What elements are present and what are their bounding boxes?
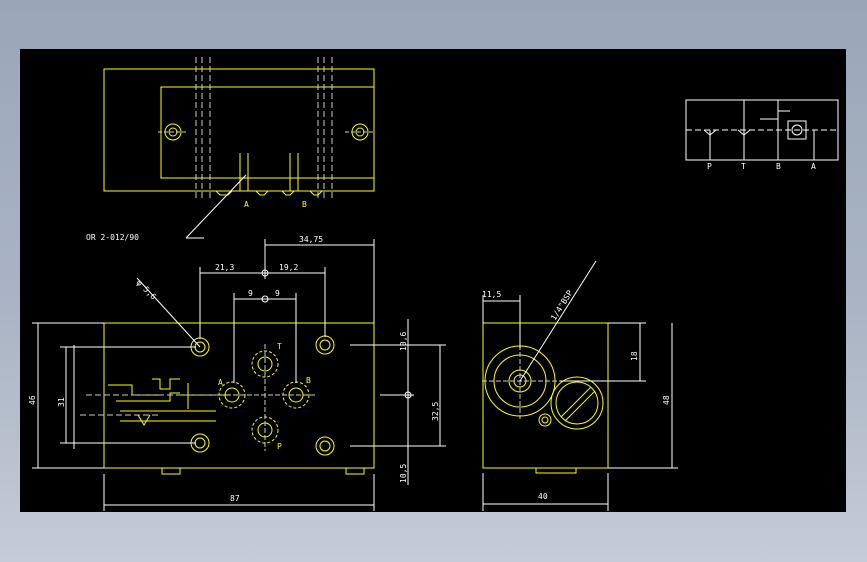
side-view-dimension-lines: [482, 260, 678, 511]
seal-leader-line: [185, 174, 247, 239]
port-b-label: B: [306, 376, 311, 385]
dim-9-left: 9: [248, 289, 253, 298]
dim-10-5: 10,5: [399, 464, 408, 483]
schematic-label-p: P: [707, 162, 712, 171]
schematic-label-b: B: [776, 162, 781, 171]
port-a-label: A: [218, 378, 223, 387]
dim-9-right: 9: [275, 289, 280, 298]
dim-40: 40: [538, 492, 548, 501]
hydraulic-schematic: P T B A: [685, 99, 839, 171]
cad-viewport[interactable]: A B OR 2-012/90: [20, 49, 846, 512]
dim-34-75: 34,75: [299, 235, 323, 244]
front-view-valve-channels: [73, 345, 230, 449]
dim-87: 87: [230, 494, 240, 503]
top-port-a-label: A: [244, 200, 249, 209]
top-view-bore-lines: [195, 57, 333, 199]
dim-thread: 1/4"BSP: [549, 289, 575, 323]
front-view: T A B P: [28, 235, 446, 511]
dim-31: 31: [57, 397, 66, 407]
side-view-outline: [482, 322, 609, 469]
front-view-dimension-lines: [32, 239, 446, 511]
port-centerlines: [212, 344, 316, 451]
schematic-label-t: T: [741, 162, 746, 171]
dim-48: 48: [662, 395, 671, 405]
side-view-port-right: [550, 376, 604, 430]
cad-drawing: A B OR 2-012/90: [28, 57, 839, 511]
dim-21-3: 21,3: [215, 263, 234, 272]
dim-18: 18: [630, 351, 639, 361]
dim-10-6: 10,6: [399, 332, 408, 351]
top-view-inner-pocket: [160, 86, 375, 179]
side-view: 11,5 1/4"BSP 18 48 40: [482, 260, 678, 511]
dim-32-5: 32,5: [431, 402, 440, 421]
top-view-port-channels: [215, 153, 323, 196]
top-view: A B OR 2-012/90: [86, 57, 375, 242]
port-t-label: T: [277, 342, 282, 351]
dim-19-2: 19,2: [279, 263, 298, 272]
dim-11-5: 11,5: [482, 290, 501, 299]
top-port-b-label: B: [302, 200, 307, 209]
schematic-label-a: A: [811, 162, 816, 171]
front-view-foot-right: [345, 467, 365, 475]
front-view-foot-left: [161, 467, 181, 475]
port-p-label: P: [277, 442, 282, 451]
dim-hole-diameter: φ 5,6: [135, 278, 159, 302]
seal-note: OR 2-012/90: [86, 233, 139, 242]
dim-46: 46: [28, 395, 37, 405]
